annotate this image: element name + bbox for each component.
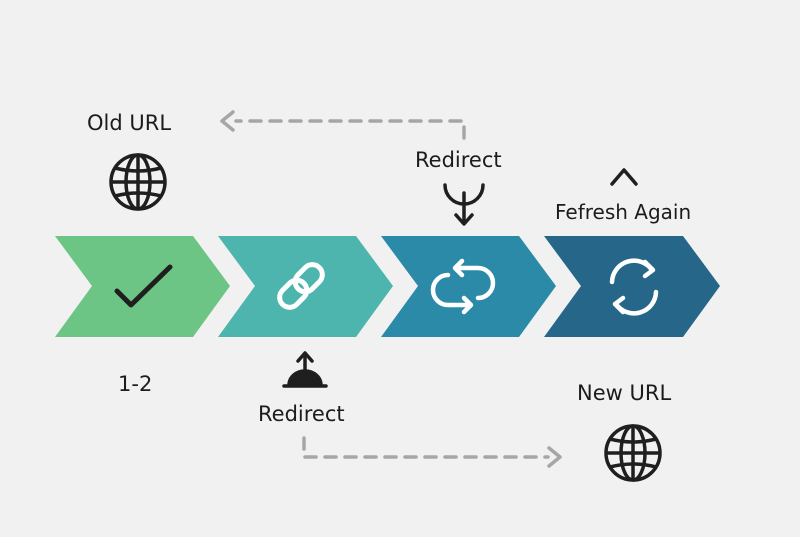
dashed-arrow-to-old-url (220, 110, 466, 140)
redirect-up-arrow-icon (282, 351, 328, 388)
checkmark-icon (114, 264, 173, 308)
chevron-up-icon (610, 168, 638, 186)
refresh-again-label: Fefresh Again (555, 200, 692, 224)
swap-arrows-icon (430, 258, 496, 315)
step-4-chevron (544, 236, 720, 337)
step-1-chevron (55, 236, 230, 337)
step-3-chevron (381, 236, 556, 337)
refresh-icon (609, 258, 659, 316)
new-url-label: New URL (577, 381, 672, 405)
link-icon (277, 262, 325, 310)
redirect-down-arrow-icon (443, 183, 485, 226)
redirect-bottom-label: Redirect (258, 402, 345, 426)
new-url-globe-icon (604, 424, 662, 482)
old-url-label: Old URL (87, 111, 172, 135)
step-range-label: 1-2 (118, 372, 153, 396)
dashed-arrow-to-new-url (302, 436, 562, 468)
old-url-globe-icon (109, 153, 167, 211)
redirect-top-label: Redirect (415, 148, 502, 172)
